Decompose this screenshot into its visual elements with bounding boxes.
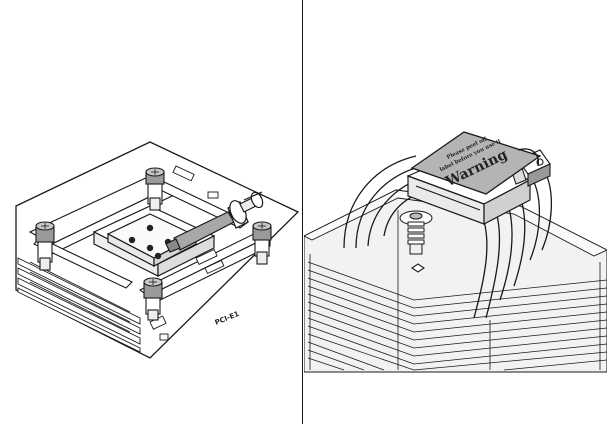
peel-tab bbox=[517, 148, 539, 167]
panel-divider bbox=[302, 0, 303, 424]
mounting-screw-icon bbox=[399, 210, 433, 255]
warning-sticker: Please peel off label before you use it … bbox=[410, 131, 542, 195]
paste-dot bbox=[154, 252, 162, 260]
standoff-post bbox=[143, 277, 163, 321]
board-components bbox=[149, 165, 225, 341]
dimm-slots bbox=[17, 257, 141, 353]
paste-dot bbox=[146, 244, 154, 252]
paste-dot bbox=[128, 236, 136, 244]
mounting-screw-icon bbox=[35, 167, 272, 321]
step-remove-warning-label: Please peel off label before you use it … bbox=[304, 0, 607, 424]
step-apply-thermal-paste: PCI-E1 bbox=[0, 0, 302, 424]
board-marking: PCI-E1 bbox=[214, 310, 241, 327]
motherboard-illustration: PCI-E1 bbox=[15, 141, 300, 359]
standoff-post bbox=[35, 221, 55, 271]
cpu-cooler-illustration: Please peel off label before you use it … bbox=[304, 131, 607, 373]
thermal-paste-dots bbox=[128, 224, 172, 260]
heatsink-fin-stack bbox=[304, 189, 607, 373]
paste-dot bbox=[146, 224, 154, 232]
standoff-post bbox=[145, 167, 165, 211]
thermal-paste-syringe-icon bbox=[165, 191, 264, 253]
